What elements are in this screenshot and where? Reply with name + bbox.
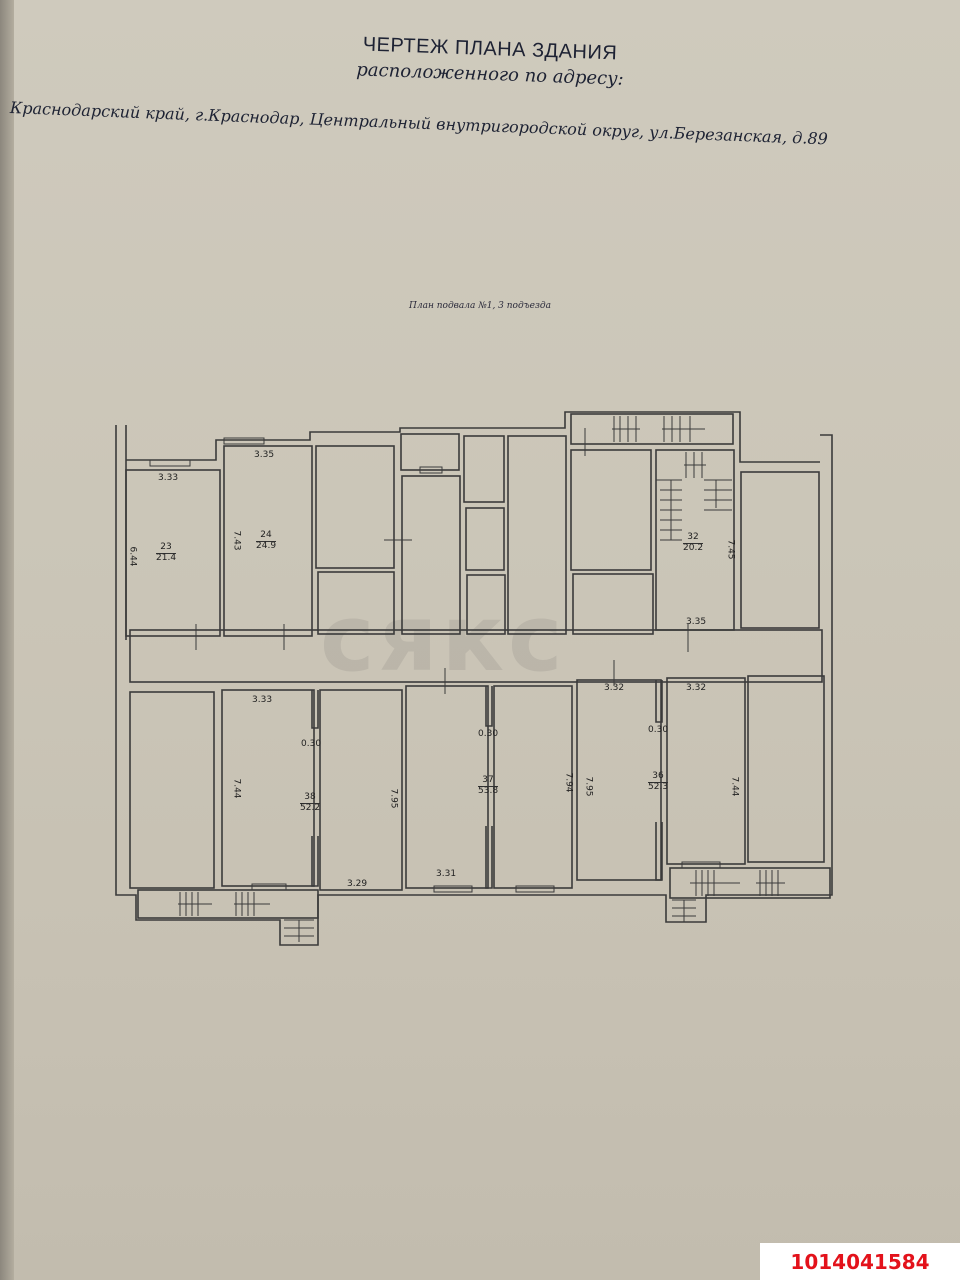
dim-r38-bottom: 3.29 [347, 879, 368, 889]
dim-r38-right: 7.95 [388, 788, 399, 809]
dim-r36-top-right: 3.32 [686, 683, 707, 693]
dim-r36-left: 7.95 [583, 776, 594, 797]
dim-r24-height: 7.43 [231, 530, 242, 551]
dim-r36-wall: 0.30 [648, 725, 669, 735]
drawing-sheet [14, 0, 960, 1280]
dim-r38-wall: 0.30 [301, 739, 322, 749]
plan-caption: План подвала №1, 3 подъезда [409, 301, 551, 311]
bottom-stairs [178, 870, 785, 942]
watermark: сякс [320, 585, 567, 692]
dim-r38-left: 7.44 [231, 778, 242, 799]
dim-r36-right: 7.44 [729, 776, 740, 797]
sheet-edge [0, 0, 14, 1280]
partition-walls [311, 680, 663, 889]
dim-r36-top-left: 3.32 [604, 683, 625, 693]
door-marks [195, 428, 689, 694]
dim-r23-width: 3.33 [158, 473, 179, 483]
dim-r38-top: 3.33 [252, 695, 273, 705]
corridor [129, 629, 823, 683]
dim-r37-wall: 0.30 [478, 729, 499, 739]
windows [149, 437, 721, 893]
dim-r37-right: 7.94 [563, 772, 574, 793]
dim-r23-height: 6.44 [127, 546, 138, 567]
dim-r32-height: 7.45 [725, 539, 736, 560]
bottom-rooms [129, 675, 831, 919]
top-stairs [612, 416, 732, 541]
dim-r24-width: 3.35 [254, 450, 275, 460]
dim-r32-width: 3.35 [686, 617, 707, 627]
dim-r37-bottom: 3.31 [436, 869, 457, 879]
top-rooms [125, 413, 820, 637]
listing-id-badge: 1014041584 [760, 1243, 960, 1280]
